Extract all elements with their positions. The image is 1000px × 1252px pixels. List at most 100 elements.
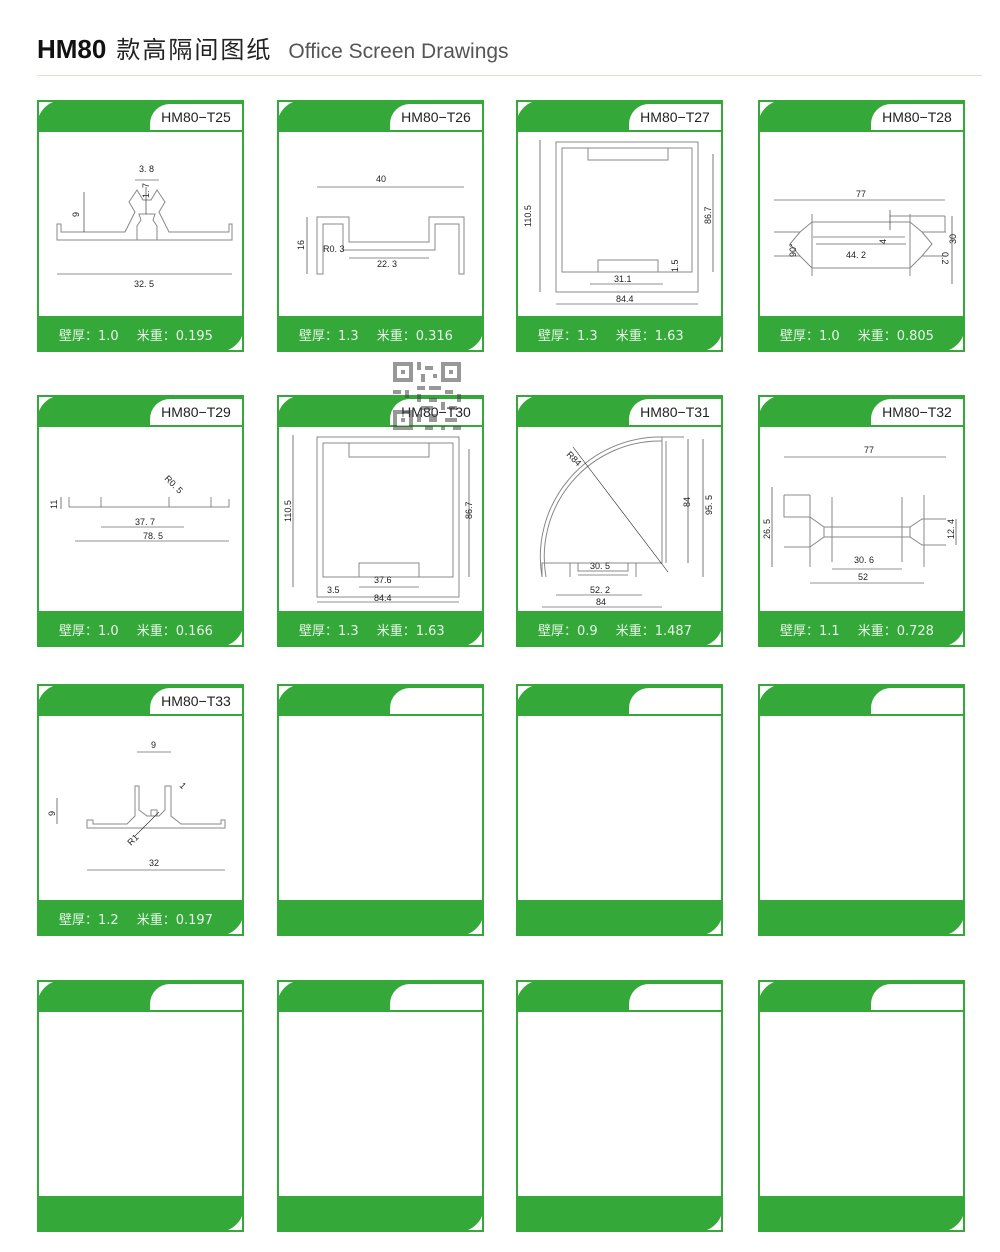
- empty-card: [277, 980, 484, 1232]
- svg-text:84.4: 84.4: [374, 593, 392, 603]
- profile-drawing: 110.5 86.7 37.6 3.5 84.4: [283, 435, 474, 603]
- meter-weight: 米重：1.63: [615, 328, 684, 344]
- svg-text:52: 52: [858, 572, 868, 582]
- svg-text:84.4: 84.4: [616, 294, 634, 304]
- profile-code: HM80−T26: [388, 102, 484, 130]
- svg-text:32: 32: [149, 858, 159, 868]
- svg-text:30. 6: 30. 6: [854, 555, 874, 565]
- profile-code: HM80−T32: [869, 397, 965, 425]
- svg-text:1.5: 1.5: [670, 259, 680, 272]
- profile-card-t31: HM80−T31 R84 84 95. 5 30. 5 52. 2 84 壁厚：…: [516, 395, 723, 647]
- svg-text:16: 16: [296, 240, 306, 250]
- empty-code-tab: [388, 686, 484, 714]
- svg-text:4: 4: [878, 239, 888, 244]
- svg-text:R0. 5: R0. 5: [163, 473, 185, 495]
- wall-thickness: 壁厚：0.9: [538, 623, 598, 639]
- svg-text:9: 9: [71, 212, 81, 217]
- profile-code: HM80−T28: [869, 102, 965, 130]
- svg-text:37.6: 37.6: [374, 575, 392, 585]
- profile-code: HM80−T29: [148, 397, 244, 425]
- profile-code: HM80−T33: [148, 686, 244, 714]
- wall-thickness: 壁厚：1.3: [538, 328, 598, 344]
- card-footer: 壁厚：1.2 米重：0.197: [37, 900, 244, 936]
- card-footer: 壁厚：1.3 米重：1.63: [277, 611, 484, 647]
- svg-text:110.5: 110.5: [523, 205, 533, 227]
- title-cn: 款高隔间图纸: [116, 36, 273, 64]
- svg-text:78. 5: 78. 5: [143, 531, 163, 541]
- svg-text:R1: R1: [125, 832, 140, 847]
- svg-text:3. 8: 3. 8: [139, 164, 154, 174]
- meter-weight: 米重：0.195: [136, 328, 213, 344]
- empty-card: [516, 684, 723, 936]
- card-footer: 壁厚：1.3 米重：1.63: [516, 316, 723, 352]
- card-footer: [277, 1196, 484, 1232]
- card-footer: [37, 1196, 244, 1232]
- svg-text:R84: R84: [565, 449, 584, 468]
- wall-thickness: 壁厚：1.2: [59, 912, 119, 928]
- empty-code-tab: [869, 982, 965, 1010]
- profile-code: HM80−T27: [627, 102, 723, 130]
- svg-text:44. 2: 44. 2: [846, 250, 866, 260]
- svg-text:R0. 3: R0. 3: [323, 244, 345, 254]
- svg-text:11: 11: [49, 500, 59, 509]
- profile-card-t27: HM80−T27 110.5 86.7 31.1 1.5 84.4 壁厚：1.3…: [516, 100, 723, 352]
- wall-thickness: 壁厚：1.0: [59, 328, 119, 344]
- svg-text:26. 5: 26. 5: [762, 519, 772, 539]
- meter-weight: 米重：0.805: [857, 328, 934, 344]
- svg-text:40: 40: [376, 174, 386, 184]
- meter-weight: 米重：1.63: [376, 623, 445, 639]
- svg-text:86.7: 86.7: [464, 501, 474, 519]
- svg-text:77: 77: [856, 189, 866, 199]
- empty-card: [37, 980, 244, 1232]
- empty-card: [758, 980, 965, 1232]
- svg-text:31.1: 31.1: [614, 274, 632, 284]
- card-footer: [516, 900, 723, 936]
- svg-text:3.5: 3.5: [327, 585, 340, 595]
- empty-code-tab: [388, 982, 484, 1010]
- svg-text:1. 7: 1. 7: [141, 183, 151, 198]
- card-footer: [277, 900, 484, 936]
- svg-text:37. 7: 37. 7: [135, 517, 155, 527]
- svg-text:84: 84: [682, 497, 692, 507]
- card-footer: [758, 900, 965, 936]
- profile-drawing: R84 84 95. 5 30. 5 52. 2 84: [539, 436, 714, 608]
- svg-text:0.2: 0.2: [940, 252, 950, 265]
- wall-thickness: 壁厚：1.0: [59, 623, 119, 639]
- qr-code-watermark: [393, 362, 461, 430]
- svg-text:1: 1: [178, 780, 189, 791]
- profile-card-t28: HM80−T28 77 4 90° 44. 2 0.2 30 壁厚：1.0 米重：…: [758, 100, 965, 352]
- page-header: HM80 款高隔间图纸 Office Screen Drawings: [37, 30, 509, 65]
- profile-drawing: 11 R0. 5 37. 7 78. 5: [49, 473, 230, 542]
- empty-code-tab: [869, 686, 965, 714]
- empty-code-tab: [148, 982, 244, 1010]
- card-footer: 壁厚：1.0 米重：0.805: [758, 316, 965, 352]
- profile-drawing: 40 16 R0. 3 22. 3: [296, 174, 465, 275]
- wall-thickness: 壁厚：1.3: [299, 328, 359, 344]
- card-footer: 壁厚：0.9 米重：1.487: [516, 611, 723, 647]
- empty-code-tab: [627, 686, 723, 714]
- empty-card: [277, 684, 484, 936]
- meter-weight: 米重：1.487: [615, 623, 692, 639]
- profile-code: HM80−T31: [627, 397, 723, 425]
- svg-text:77: 77: [864, 445, 874, 455]
- card-footer: [758, 1196, 965, 1232]
- profile-code: HM80−T25: [148, 102, 244, 130]
- svg-text:90°: 90°: [788, 243, 798, 257]
- svg-text:52. 2: 52. 2: [590, 585, 610, 595]
- card-footer: [516, 1196, 723, 1232]
- profile-card-t30: HM80−T30 110.5 86.7 37.6 3.5 84.4 壁厚：1.3…: [277, 395, 484, 647]
- svg-text:9: 9: [151, 740, 156, 750]
- svg-text:30: 30: [948, 234, 958, 244]
- wall-thickness: 壁厚：1.3: [299, 623, 359, 639]
- empty-card: [758, 684, 965, 936]
- profile-drawing: 77 4 90° 44. 2 0.2 30: [774, 189, 958, 284]
- svg-text:12. 4: 12. 4: [946, 519, 956, 539]
- wall-thickness: 壁厚：1.0: [780, 328, 840, 344]
- meter-weight: 米重：0.197: [136, 912, 213, 928]
- svg-text:86.7: 86.7: [703, 206, 713, 224]
